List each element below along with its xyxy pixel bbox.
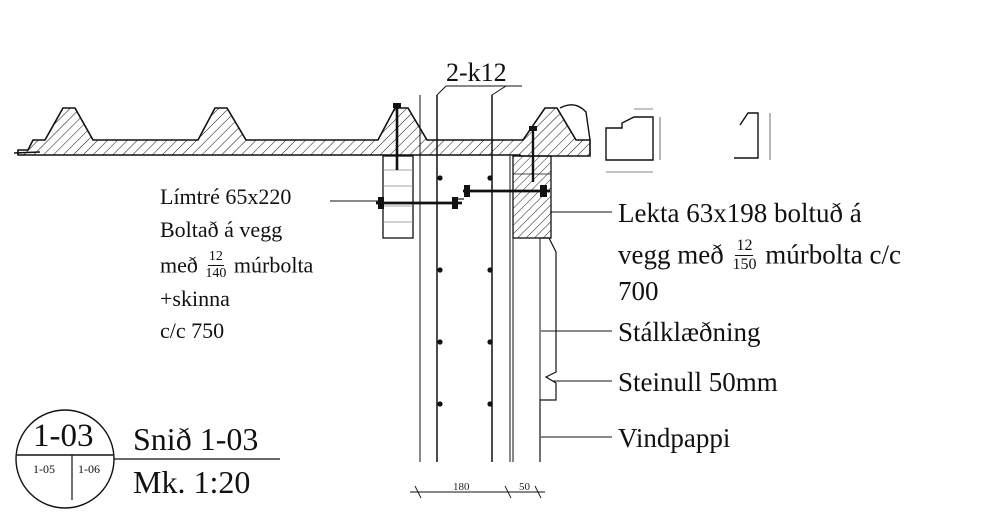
vindpappi-label: Vindpappi <box>618 423 731 453</box>
dim-wall: 180 <box>453 481 470 493</box>
rebar-dots <box>437 175 493 407</box>
section-number: 1-03 <box>33 418 94 454</box>
dim-insulation: 50 <box>519 481 530 493</box>
section-scale: Mk. 1:20 <box>133 464 251 500</box>
dimension-line <box>410 485 545 499</box>
section-marker-graphic <box>15 409 280 509</box>
stalklaedning-label: Stálklæðning <box>618 317 761 347</box>
lekta-spacing-label: 700 <box>618 276 659 306</box>
section-title: Snið 1-03 <box>133 421 259 457</box>
limtre-label: Límtré 65x220 <box>160 184 292 209</box>
rebar-label: 2-k12 <box>446 58 507 87</box>
section-ref-left: 1-05 <box>33 462 55 476</box>
profile-detail <box>605 108 771 173</box>
steinull-label: Steinull 50mm <box>618 367 778 397</box>
roof-panel <box>17 107 591 157</box>
lekta-label: Lekta 63x198 boltuð á <box>618 198 862 228</box>
skinna-label: +skinna <box>160 286 230 311</box>
cladding-profile <box>539 237 557 462</box>
leader-lines <box>330 200 612 438</box>
boltad-label: Boltað á vegg <box>160 217 283 242</box>
spacing-label: c/c 750 <box>160 318 225 343</box>
section-ref-right: 1-06 <box>78 462 100 476</box>
